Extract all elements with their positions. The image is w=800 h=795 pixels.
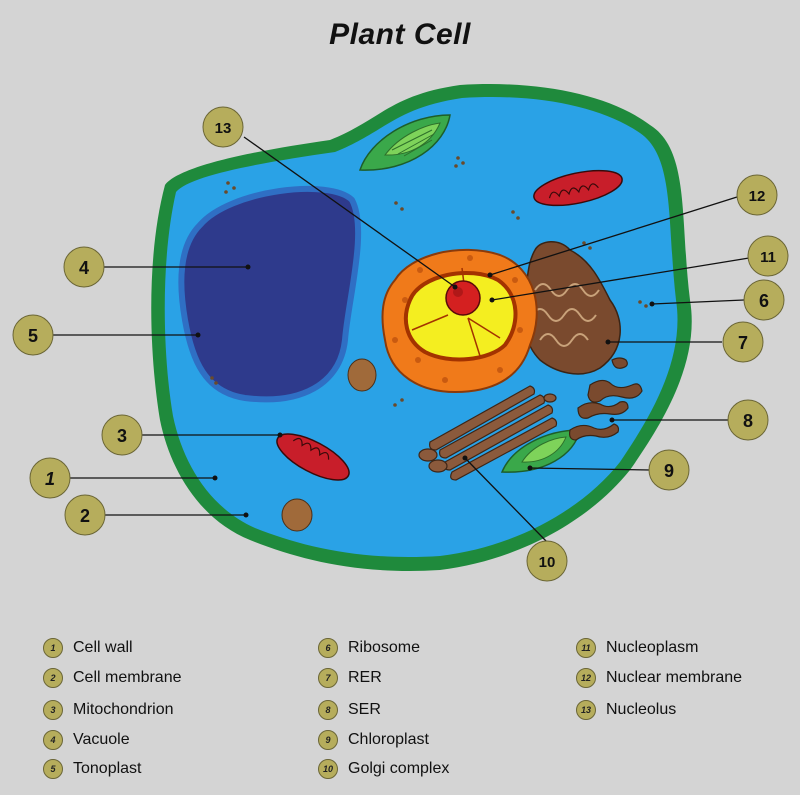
callout-6: 6 [743, 279, 785, 321]
legend-item-rer: 7 RER [318, 667, 382, 689]
callout-badges: 1 2 3 4 5 6 7 8 [12, 106, 789, 582]
callout-2: 2 [64, 494, 106, 536]
legend-label-tonoplast: Tonoplast [73, 760, 142, 777]
nucleoplasm [403, 271, 518, 362]
legend-label-nucleoplasm: Nucleoplasm [606, 639, 699, 656]
mitochondrion-top [533, 169, 623, 207]
legend-item-cell-membrane: 2 Cell membrane [43, 667, 181, 689]
legend-badge-2: 2 [43, 668, 63, 688]
callout-1-number: 1 [45, 469, 55, 489]
callout-8: 8 [727, 399, 769, 441]
callout-10: 10 [526, 540, 568, 582]
legend-badge-12: 12 [576, 668, 596, 688]
legend-badge-4: 4 [43, 730, 63, 750]
callout-3-number: 3 [117, 426, 127, 446]
callout-9-number: 9 [664, 461, 674, 481]
callout-13: 13 [202, 106, 244, 148]
legend-label-ser: SER [348, 701, 381, 718]
callout-7-number: 7 [738, 333, 748, 353]
legend-label-vacuole: Vacuole [73, 731, 130, 748]
diagram-title: Plant Cell [329, 18, 471, 51]
golgi-complex [418, 385, 558, 481]
legend-item-golgi-complex: 10 Golgi complex [318, 758, 449, 780]
smooth-endoplasmic-reticulum [569, 357, 643, 441]
vesicle-center [347, 358, 377, 392]
legend-item-tonoplast: 5 Tonoplast [43, 758, 142, 780]
callout-8-number: 8 [743, 411, 753, 431]
callout-9: 9 [648, 449, 690, 491]
legend-badge-8: 8 [318, 700, 338, 720]
legend-badge-5: 5 [43, 759, 63, 779]
legend-label-golgi-complex: Golgi complex [348, 760, 450, 777]
callout-2-number: 2 [80, 506, 90, 526]
nucleus [381, 248, 538, 394]
legend-item-vacuole: 4 Vacuole [43, 729, 130, 751]
mitochondrion-bottom [276, 433, 350, 481]
callout-13-number: 13 [215, 120, 232, 137]
callout-12: 12 [736, 174, 778, 216]
legend-badge-10: 10 [318, 759, 338, 779]
legend-badge-6: 6 [318, 638, 338, 658]
legend-item-nucleolus: 13 Nucleolus [576, 699, 676, 721]
callout-7: 7 [722, 321, 764, 363]
callout-6-number: 6 [759, 291, 769, 311]
callout-10-number: 10 [539, 554, 556, 571]
callout-4-number: 4 [79, 258, 89, 278]
legend-label-chloroplast: Chloroplast [348, 731, 429, 748]
legend-badge-11: 11 [576, 638, 596, 658]
callout-5-number: 5 [28, 326, 38, 346]
legend-badge-13: 13 [576, 700, 596, 720]
legend-item-ser: 8 SER [318, 699, 381, 721]
vesicle-bottom [281, 498, 313, 532]
callout-5: 5 [12, 314, 54, 356]
legend-item-mitochondrion: 3 Mitochondrion [43, 699, 174, 721]
legend-item-ribosome: 6 Ribosome [318, 637, 420, 659]
legend-item-chloroplast: 9 Chloroplast [318, 729, 429, 751]
legend-item-nuclear-membrane: 12 Nuclear membrane [576, 667, 742, 689]
callout-12-number: 12 [749, 188, 766, 205]
legend-label-cell-membrane: Cell membrane [73, 669, 182, 686]
legend-label-nucleolus: Nucleolus [606, 701, 677, 718]
legend-label-rer: RER [348, 669, 382, 686]
legend-label-cell-wall: Cell wall [73, 639, 133, 656]
legend-badge-1: 1 [43, 638, 63, 658]
legend-item-nucleoplasm: 11 Nucleoplasm [576, 637, 698, 659]
vacuole [178, 185, 362, 403]
plant-cell-diagram: 1 2 3 4 5 6 7 8 [12, 84, 789, 582]
callout-3: 3 [101, 414, 143, 456]
nucleolus [445, 280, 481, 316]
legend-label-mitochondrion: Mitochondrion [73, 701, 174, 718]
legend-label-ribosome: Ribosome [348, 639, 421, 656]
ribosome-dots [210, 156, 648, 407]
legend-badge-7: 7 [318, 668, 338, 688]
leader-lines [52, 136, 750, 543]
callout-1: 1 [29, 457, 71, 499]
legend-label-nuclear-membrane: Nuclear membrane [606, 669, 743, 686]
callout-11: 11 [747, 235, 789, 277]
callout-4: 4 [63, 246, 105, 288]
leader-endpoints [195, 264, 655, 518]
legend-badge-9: 9 [318, 730, 338, 750]
chloroplast-top [358, 114, 451, 171]
callout-11-number: 11 [760, 249, 776, 266]
legend-badge-3: 3 [43, 700, 63, 720]
legend-item-cell-wall: 1 Cell wall [43, 637, 133, 659]
